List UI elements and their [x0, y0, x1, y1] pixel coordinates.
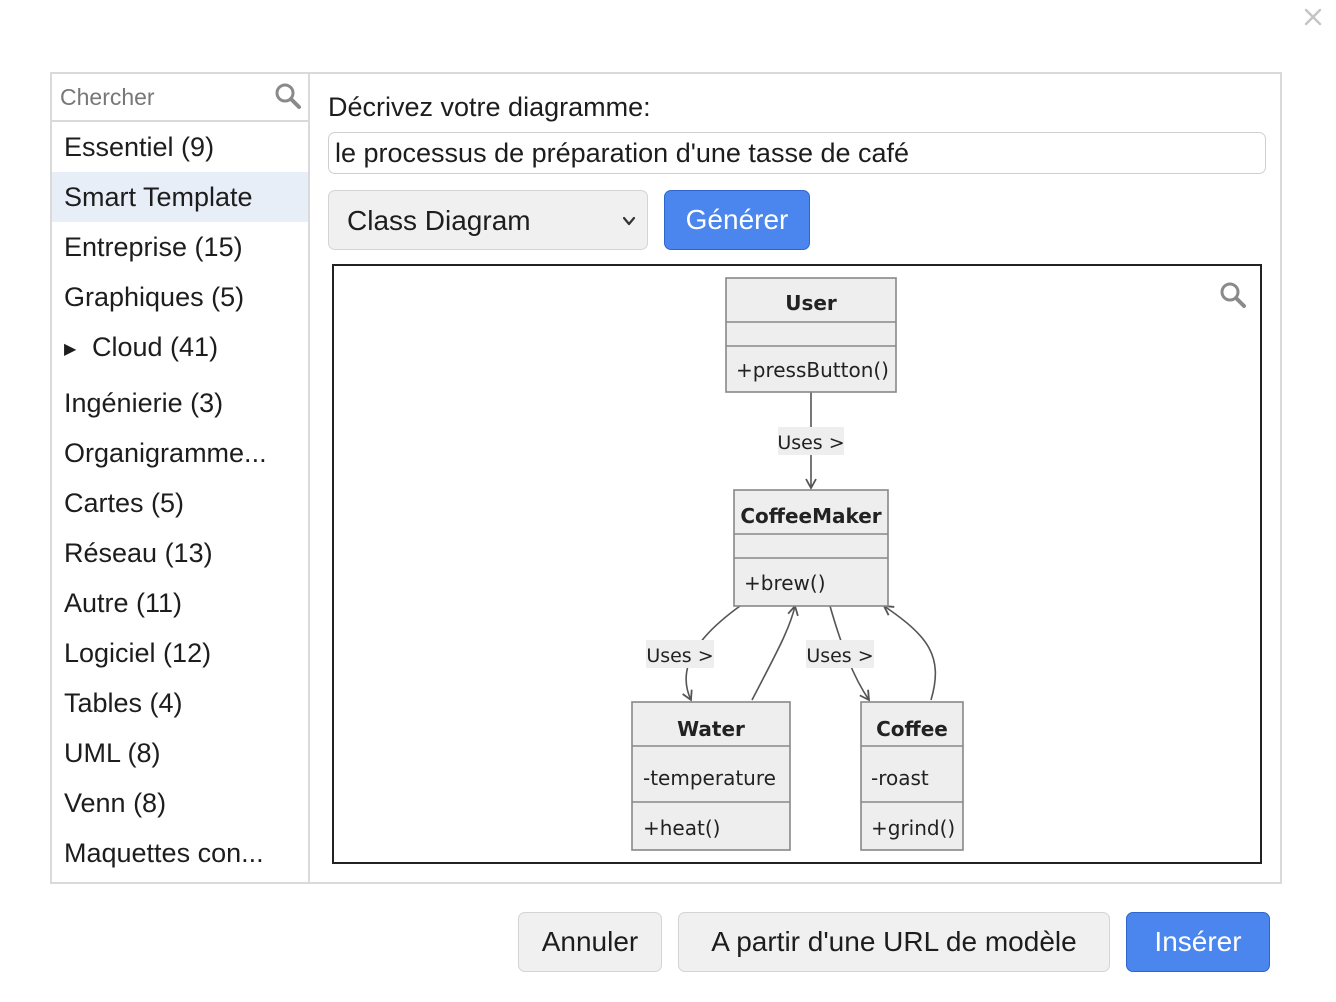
category-item-tables[interactable]: Tables (4)	[64, 688, 183, 718]
relation-label: Uses >	[646, 645, 713, 667]
template-url-button[interactable]: A partir d'une URL de modèle	[678, 912, 1110, 972]
class-coffee[interactable]: Coffee -roast +grind()	[860, 701, 964, 851]
zoom-icon[interactable]	[1218, 280, 1248, 310]
relation-coffeemaker-water: Uses >	[646, 604, 799, 702]
relation-label: Uses >	[806, 645, 873, 667]
class-user[interactable]: User +pressButton()	[725, 277, 897, 393]
class-coffeemaker[interactable]: CoffeeMaker +brew()	[733, 489, 889, 607]
category-item-cartes[interactable]: Cartes (5)	[64, 488, 185, 518]
category-label: Cloud (41)	[92, 332, 219, 362]
expand-triangle-icon[interactable]: ▶	[64, 341, 77, 358]
category-item-cloud[interactable]: ▶ Cloud (41)	[52, 322, 308, 378]
template-dialog-frame: Essentiel (9) Smart Template Entreprise …	[50, 72, 1282, 884]
search-box	[52, 74, 308, 122]
category-item-smart-template[interactable]: Smart Template	[52, 172, 308, 222]
search-input[interactable]	[52, 74, 308, 120]
close-icon[interactable]	[1300, 4, 1326, 30]
class-method: +grind()	[871, 816, 955, 840]
class-name: Water	[677, 717, 745, 741]
category-item-organigramme[interactable]: Organigramme...	[64, 438, 267, 468]
relation-label: Uses >	[777, 432, 844, 454]
class-method: +pressButton()	[736, 358, 889, 382]
class-name: User	[785, 291, 837, 315]
generate-button[interactable]: Générer	[664, 190, 810, 250]
diagram-preview: Uses > Uses > Uses >	[332, 264, 1262, 864]
category-list: Essentiel (9) Smart Template Entreprise …	[52, 122, 308, 878]
describe-label: Décrivez votre diagramme:	[328, 92, 651, 122]
class-diagram: Uses > Uses > Uses >	[631, 277, 964, 851]
category-item-uml[interactable]: UML (8)	[64, 738, 161, 768]
search-icon[interactable]	[274, 82, 302, 110]
category-item-maquettes[interactable]: Maquettes con...	[64, 838, 264, 868]
insert-button[interactable]: Insérer	[1126, 912, 1270, 972]
class-name: Coffee	[876, 717, 948, 741]
class-attribute: -roast	[871, 766, 929, 790]
class-attribute: -temperature	[643, 766, 776, 790]
class-water[interactable]: Water -temperature +heat()	[631, 701, 791, 851]
category-item-entreprise[interactable]: Entreprise (15)	[64, 232, 243, 262]
category-item-graphiques[interactable]: Graphiques (5)	[64, 282, 245, 312]
smart-template-panel: Décrivez votre diagramme: Class Diagram …	[312, 74, 1282, 882]
relation-coffeemaker-coffee: Uses >	[806, 604, 937, 702]
describe-input[interactable]	[328, 132, 1266, 174]
diagram-type-value: Class Diagram	[347, 205, 531, 236]
relation-user-coffeemaker: Uses >	[777, 392, 845, 490]
diagram-type-select[interactable]: Class Diagram	[328, 190, 648, 250]
class-method: +heat()	[643, 816, 720, 840]
category-item-logiciel[interactable]: Logiciel (12)	[64, 638, 212, 668]
category-sidebar: Essentiel (9) Smart Template Entreprise …	[52, 74, 310, 882]
category-item-reseau[interactable]: Réseau (13)	[64, 538, 213, 568]
class-method: +brew()	[744, 571, 826, 595]
category-item-venn[interactable]: Venn (8)	[64, 788, 167, 818]
chevron-down-icon	[622, 216, 636, 226]
category-item-essentiel[interactable]: Essentiel (9)	[64, 132, 215, 162]
class-name: CoffeeMaker	[740, 504, 881, 528]
cancel-button[interactable]: Annuler	[518, 912, 662, 972]
category-item-autre[interactable]: Autre (11)	[64, 588, 183, 618]
category-item-ingenierie[interactable]: Ingénierie (3)	[64, 388, 224, 418]
